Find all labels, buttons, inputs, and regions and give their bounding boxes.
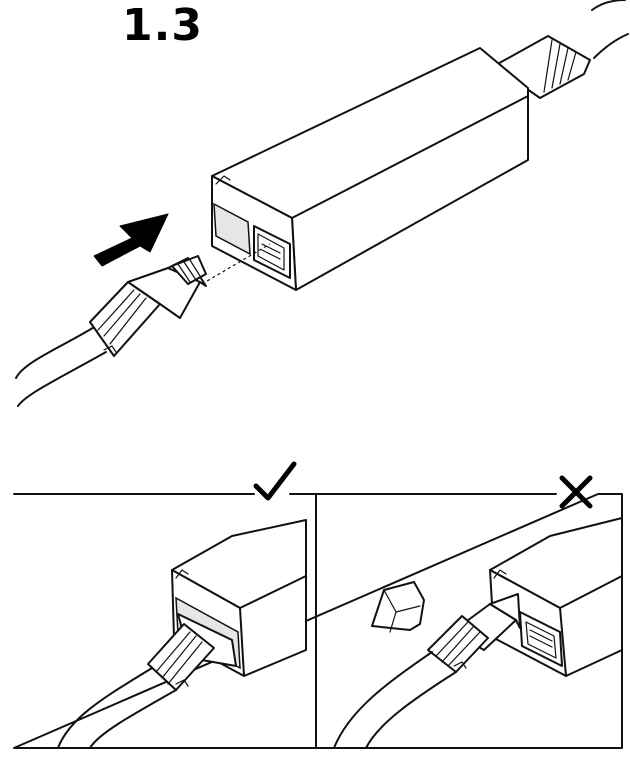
step-number: 1.3 <box>122 0 203 51</box>
cross-mark-icon <box>559 475 593 509</box>
connection-guide-line <box>201 243 271 285</box>
comparison-frame <box>13 493 623 749</box>
port-cover <box>371 581 425 633</box>
adapter-box-top <box>211 0 629 291</box>
panel-correct <box>57 519 307 749</box>
insert-arrow-icon <box>93 213 169 267</box>
panel-incorrect <box>333 517 623 749</box>
ethernet-plug-top <box>15 255 207 407</box>
check-mark-icon <box>253 461 297 501</box>
